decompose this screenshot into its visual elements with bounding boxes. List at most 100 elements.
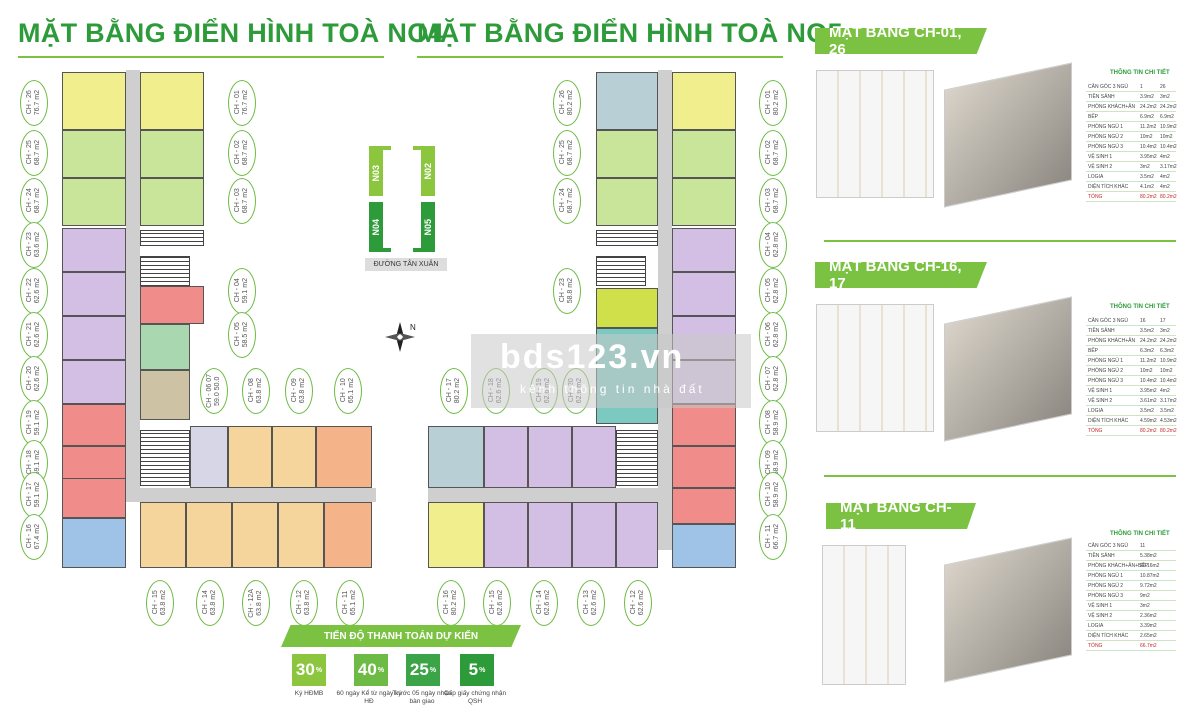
unit-area: 63.8 m2: [256, 378, 263, 404]
info-cell: TIỀN SẢNH: [1088, 94, 1115, 100]
n05-stair-2: [596, 256, 646, 286]
floor-plan-3d: [944, 537, 1072, 683]
info-cell: PHÒNG NGỦ 3: [1088, 144, 1124, 150]
n04-unit-ch25[interactable]: [62, 130, 126, 178]
n04-unit-ch16[interactable]: [62, 518, 126, 568]
info-col: CĂN GÓC 3 NGỦ: [1088, 318, 1129, 324]
n04-title-underline: [18, 56, 384, 58]
info-cell: 24.2m2: [1160, 104, 1177, 110]
unit-area: 58.5 m2: [242, 322, 249, 348]
n04-stair-2: [140, 256, 190, 286]
unit-code: CH - 10: [765, 482, 772, 508]
n04-unit-ch01[interactable]: [140, 72, 204, 130]
road-label: ĐƯỜNG TÂN XUÂN: [365, 258, 447, 271]
info-cell: 3m2: [1140, 603, 1150, 609]
info-cell: 2.65m2: [1140, 633, 1157, 639]
n04-unit-ch17[interactable]: [62, 478, 126, 518]
unit-code: CH - 07: [765, 366, 772, 392]
n05-unit-ch16[interactable]: [428, 502, 484, 568]
unit-code: CH - 02: [765, 140, 772, 166]
unit-code: CH - 01: [765, 90, 772, 116]
n05-title-underline: [417, 56, 783, 58]
n04-unit-ch24[interactable]: [62, 178, 126, 226]
n04-unit-ch05[interactable]: [140, 324, 190, 370]
n04-unit-ch23[interactable]: [62, 228, 126, 272]
n05-unit-ch24[interactable]: [596, 178, 658, 226]
n04-unit-ch09[interactable]: [272, 426, 316, 488]
unit-code: CH - 08: [765, 410, 772, 436]
n04-unit-ch15[interactable]: [140, 502, 186, 568]
n04-unit-ch20[interactable]: [62, 360, 126, 404]
info-cell: 24.2m2: [1160, 338, 1177, 344]
n04-unit-ch02[interactable]: [140, 130, 204, 178]
n05-unit-ch19[interactable]: [528, 426, 572, 488]
info-cell: 9m2: [1140, 593, 1150, 599]
n04-unit-ch22[interactable]: [62, 272, 126, 316]
n05-unit-ch11[interactable]: [672, 524, 736, 568]
n05-unit-ch03[interactable]: [672, 178, 736, 226]
payment-caption: Cấp giấy chứng nhận QSH: [443, 690, 507, 705]
n04-unit-ch11[interactable]: [324, 502, 372, 568]
unit-area: 63.8 m2: [299, 378, 306, 404]
info-cell: 80.2m2: [1140, 428, 1157, 434]
unit-code: CH - 13: [583, 590, 590, 616]
n04-unit-ch26[interactable]: [62, 72, 126, 130]
unit-area: 80.2 m2: [567, 90, 574, 116]
n05-unit-ch12[interactable]: [616, 502, 658, 568]
info-cell: PHÒNG NGỦ 3: [1088, 378, 1124, 384]
payment-percent: 25%: [406, 654, 440, 686]
n04-unit-ch0607[interactable]: [140, 370, 190, 420]
n04-unit-ch19[interactable]: [62, 404, 126, 446]
n04-unit-ch12a[interactable]: [232, 502, 278, 568]
n05-unit-ch26[interactable]: [596, 72, 658, 130]
n05-unit-ch15[interactable]: [484, 502, 528, 568]
n04-unit-ch14[interactable]: [186, 502, 232, 568]
watermark-text: bds123.vn: [500, 338, 685, 376]
n05-unit-ch17[interactable]: [428, 426, 484, 488]
info-cell: PHÒNG NGỦ 3: [1088, 593, 1124, 599]
n05-unit-ch23[interactable]: [596, 288, 658, 328]
n04-unit-ch04[interactable]: [140, 286, 204, 324]
info-cell: 10m2: [1160, 134, 1173, 140]
n05-unit-ch05[interactable]: [672, 272, 736, 316]
floor-plan-3d: [944, 62, 1072, 208]
n05-unit-ch10[interactable]: [672, 488, 736, 524]
unit-code: CH - 12: [296, 590, 303, 616]
n05-unit-ch14[interactable]: [528, 502, 572, 568]
n05-unit-ch13[interactable]: [572, 502, 616, 568]
n04-unit-ch03[interactable]: [140, 178, 204, 226]
n04-unit-ch12[interactable]: [278, 502, 324, 568]
n05-unit-ch09[interactable]: [672, 446, 736, 488]
n05-unit-ch01[interactable]: [672, 72, 736, 130]
unit-area: 68.7 m2: [773, 188, 780, 214]
unit-code: CH - 26: [559, 90, 566, 116]
n04-unit-ch08[interactable]: [228, 426, 272, 488]
n04-unit-ch21[interactable]: [62, 316, 126, 360]
n05-unit-ch25[interactable]: [596, 130, 658, 178]
n04-unit-ch10[interactable]: [316, 426, 372, 488]
unit-area: 76.7 m2: [242, 90, 249, 116]
unit-area: 62.6 m2: [34, 366, 41, 392]
info-cell: VỆ SINH 2: [1088, 613, 1113, 619]
n05-unit-ch04[interactable]: [672, 228, 736, 272]
n05-unit-ch08[interactable]: [672, 404, 736, 446]
n05-unit-ch18[interactable]: [484, 426, 528, 488]
info-cell: 4m2: [1160, 154, 1170, 160]
unit-code: CH - 06: [765, 322, 772, 348]
n05-unit-ch02[interactable]: [672, 130, 736, 178]
n05-unit-ch20[interactable]: [572, 426, 616, 488]
